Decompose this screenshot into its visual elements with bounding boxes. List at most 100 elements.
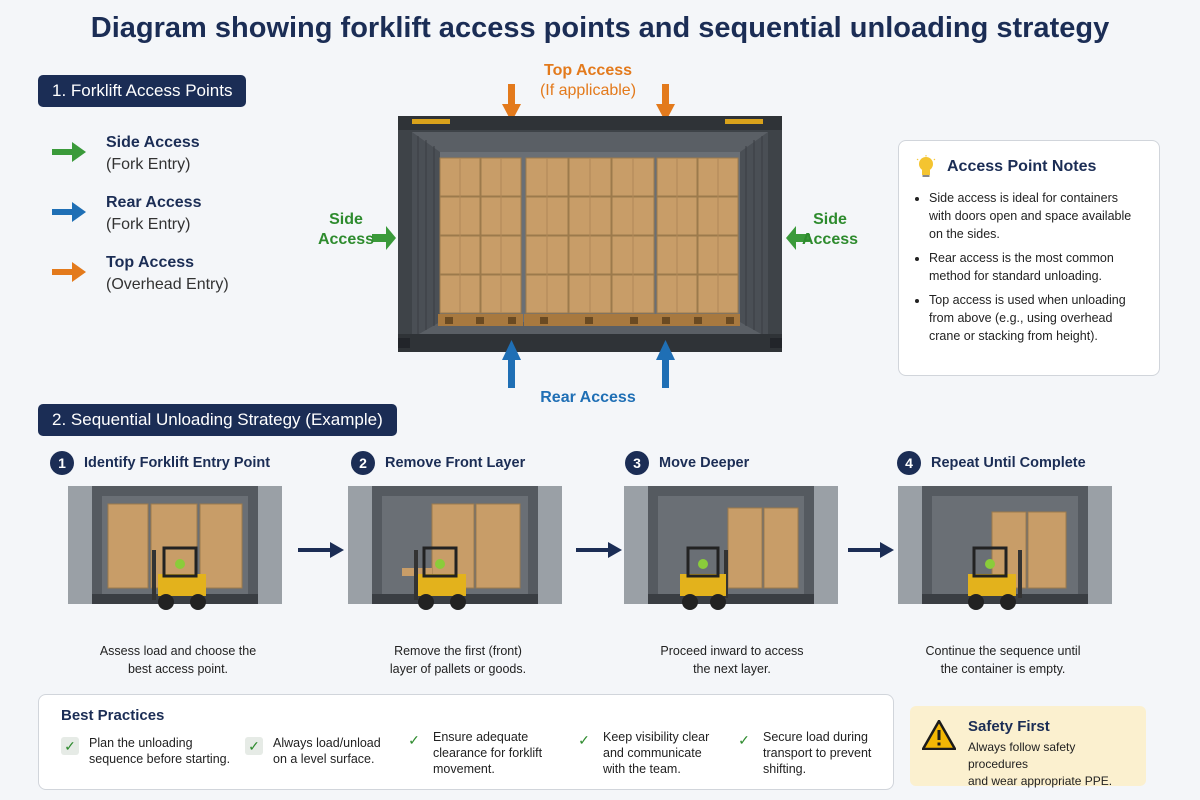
forklift-icon: [680, 546, 728, 610]
side-left-line1: Side: [329, 211, 363, 228]
bp-line: and communicate: [603, 746, 702, 760]
side-right-line2: Access: [801, 231, 859, 248]
checkmark-icon: ✓: [738, 732, 750, 748]
note-item: Side access is ideal for containers with…: [929, 189, 1143, 243]
side-right-line1: Side: [813, 211, 847, 228]
step-3-caption: Proceed inward to access the next layer.: [632, 642, 832, 678]
access-point-notes: Access Point Notes Side access is ideal …: [898, 140, 1160, 376]
next-arrow-icon: [576, 542, 622, 558]
note-item: Top access is used when unloading from a…: [929, 291, 1143, 345]
legend-rear-access: Rear Access(Fork Entry): [52, 192, 229, 236]
step-number: 1: [50, 451, 74, 475]
bp-line: Always load/unload: [273, 736, 381, 750]
best-practice-item: ✓ Secure load during transport to prevent…: [735, 729, 871, 777]
best-practice-item: ✓ Plan the unloading sequence before star…: [61, 735, 230, 767]
checkmark-icon: ✓: [578, 732, 590, 748]
forklift-icon: [152, 546, 206, 610]
step-title: Remove Front Layer: [385, 455, 526, 471]
note-item: Rear access is the most common method fo…: [929, 249, 1143, 285]
bp-line: Secure load during: [763, 730, 868, 744]
caption-line: Proceed inward to access: [660, 644, 804, 658]
top-access-title: Top Access: [543, 62, 633, 79]
rear-access-arrows: [502, 340, 675, 388]
best-practices-title: Best Practices: [61, 707, 165, 724]
caption-line: Remove the first (front): [394, 644, 522, 658]
step-3-header: 3 Move Deeper: [625, 451, 749, 475]
side-access-right-label: Side Access: [800, 210, 860, 250]
checkmark-icon: ✓: [61, 737, 79, 755]
step-1-illustration: [68, 486, 282, 610]
legend-side-title: Side Access: [106, 134, 200, 151]
safety-line: and wear appropriate PPE.: [968, 774, 1113, 788]
caption-line: layer of pallets or goods.: [389, 662, 527, 676]
bp-line: shifting.: [763, 762, 807, 776]
safety-title: Safety First: [968, 718, 1050, 735]
container-illustration: [372, 84, 810, 388]
warning-icon: [922, 720, 956, 750]
bp-line: on a level surface.: [273, 752, 375, 766]
bp-line: clearance for forklift: [433, 746, 543, 760]
section-1-label: 1. Forklift Access Points: [38, 75, 247, 107]
bp-line: movement.: [433, 762, 495, 776]
forklift-icon: [402, 546, 466, 610]
bp-line: transport to prevent: [763, 746, 872, 760]
safety-first-panel: Safety First Always follow safety proced…: [910, 706, 1146, 788]
legend-side-access: Side Access (Fork Entry): [52, 132, 229, 176]
top-access-arrows: [502, 84, 675, 122]
legend-top-sub: (Overhead Entry): [106, 276, 229, 293]
side-access-arrows: [372, 226, 810, 250]
side-left-line2: Access: [317, 231, 375, 248]
legend-top-access: Top Access (Overhead Entry): [52, 252, 229, 296]
best-practice-item: ✓ Always load/unload on a level surface.: [245, 735, 381, 767]
best-practice-item: ✓ Keep visibility clear and communicate wi…: [575, 729, 709, 777]
step-1-header: 1 Identify Forklift Entry Point: [50, 451, 270, 475]
bp-line: Keep visibility clear: [603, 730, 710, 744]
green-arrow-icon: [52, 142, 86, 162]
bp-line: sequence before starting.: [89, 752, 231, 766]
checkmark-icon: ✓: [408, 732, 420, 748]
caption-line: best access point.: [127, 662, 229, 676]
legend-side-sub: (Fork Entry): [106, 156, 191, 173]
blue-arrow-icon: [52, 202, 86, 222]
next-arrow-icon: [848, 542, 894, 558]
notes-title: Access Point Notes: [947, 158, 1097, 175]
legend-top-title: Top Access: [106, 254, 195, 271]
best-practice-item: ✓ Ensure adequate clearance for forklift m…: [405, 729, 542, 777]
step-2-header: 2 Remove Front Layer: [351, 451, 525, 475]
bp-line: Ensure adequate: [433, 730, 529, 744]
safety-body: Always follow safety procedures and wear…: [968, 739, 1134, 790]
step-2-illustration: [348, 486, 562, 610]
bp-line: with the team.: [603, 762, 681, 776]
step-4-header: 4 Repeat Until Complete: [897, 451, 1086, 475]
step-title: Repeat Until Complete: [931, 455, 1086, 471]
page-title: Diagram showing forklift access points a…: [90, 12, 1110, 44]
step-number: 2: [351, 451, 375, 475]
step-title: Move Deeper: [659, 455, 750, 471]
side-access-left-label: Side Access: [316, 210, 376, 250]
forklift-icon: [968, 546, 1022, 610]
step-1-caption: Assess load and choose the best access p…: [78, 642, 278, 678]
access-legend: Side Access (Fork Entry) Rear Access(Fork…: [52, 132, 229, 296]
step-4-illustration: [898, 486, 1112, 610]
top-access-sub: (If applicable): [539, 82, 637, 99]
section-2-label: 2. Sequential Unloading Strategy (Exampl…: [38, 404, 397, 436]
step-3-illustration: [624, 486, 838, 610]
caption-line: Continue the sequence until: [925, 644, 1081, 658]
caption-line: Assess load and choose the: [99, 644, 257, 658]
step-4-caption: Continue the sequence until the containe…: [903, 642, 1103, 678]
cargo-boxes: [439, 157, 739, 314]
step-number: 4: [897, 451, 921, 475]
step-number: 3: [625, 451, 649, 475]
bp-line: Plan the unloading: [89, 736, 193, 750]
safety-line: Always follow safety procedures: [968, 740, 1076, 771]
legend-rear-sub: (Fork Entry): [106, 216, 191, 233]
checkmark-icon: ✓: [245, 737, 263, 755]
caption-line: the next layer.: [693, 662, 771, 676]
step-2-caption: Remove the first (front) layer of pallet…: [358, 642, 558, 678]
top-access-label: Top Access (If applicable): [500, 61, 676, 101]
lightbulb-icon: [916, 155, 936, 177]
caption-line: the container is empty.: [940, 662, 1066, 676]
step-title: Identify Forklift Entry Point: [84, 455, 271, 471]
next-arrow-icon: [298, 542, 344, 558]
best-practices-panel: Best Practices ✓ Plan the unloading seque…: [38, 694, 894, 790]
